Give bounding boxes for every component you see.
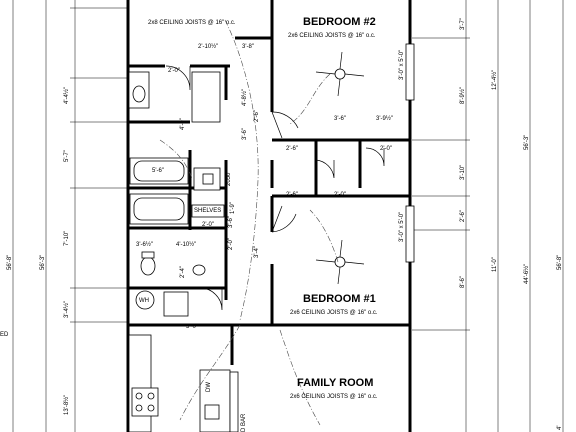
dim-2-0b: 2'-0" [380, 146, 392, 152]
fixture-2050-label: 2050 [226, 172, 232, 186]
dishwasher-label: DW [206, 382, 212, 392]
right-dimension-lines [412, 0, 564, 432]
doors[interactable] [165, 65, 385, 311]
walls [126, 0, 412, 432]
dim-right-2-6: 2'-6" [460, 210, 466, 222]
dim-left-5-7: 5'-7" [64, 150, 70, 162]
dim-right-56-8: 56'-8" [557, 255, 563, 270]
dim-right-11-0: 11'-0" [492, 257, 498, 272]
dim-right-3-10: 3'-10" [460, 165, 466, 180]
dim-2-0d: 2'-0" [202, 222, 214, 228]
dim-3-6d: 3'-6" [228, 216, 234, 228]
dim-4-0: 4'-0" [180, 118, 186, 130]
dim-2-4: 2'-4" [180, 266, 186, 278]
dim-right-3-7: 3'-7" [460, 18, 466, 30]
room-name-family: FAMILY ROOM [297, 377, 373, 389]
dim-1-9: 1'-9" [230, 202, 236, 214]
ceiling-fan-bedroom1 [315, 239, 365, 285]
dim-4-10: 4'-10½" [176, 241, 196, 248]
window-bedroom1 [405, 205, 415, 263]
dim-2-6c: 2'-6" [286, 192, 298, 198]
dim-right-4: 4' [557, 426, 563, 430]
water-heater-label: WH [139, 298, 149, 304]
joists-bedroom1: 2x6 CEILING JOISTS @ 16" o.c. [290, 310, 378, 316]
dim-right-8-9: 8'-9½" [459, 87, 466, 104]
dim-left-56-8: 56'-8" [7, 255, 13, 270]
dim-3-6b: 3'-6" [242, 128, 248, 140]
joists-top-left: 2x8 CEILING JOISTS @ 16" o.c. [148, 20, 236, 26]
dim-2-0a: 2'-0" [168, 68, 180, 74]
bath-fixtures [128, 71, 225, 317]
left-dimension-lines [12, 0, 128, 432]
dim-2-0e: 2'-0" [228, 238, 234, 250]
dim-right-12-4: 12'-4½" [491, 70, 498, 90]
dim-left-56-3: 56'-3" [40, 255, 46, 270]
window-label-1: 3'-0" x 5'-0" [399, 50, 405, 80]
window-bedroom2 [405, 43, 415, 101]
joists-family: 2x6 CEILING JOISTS @ 16" o.c. [290, 394, 378, 400]
edge-text: ED [0, 332, 9, 338]
dim-2-0c: 2'-0" [334, 192, 346, 198]
electrical-runs [159, 19, 339, 426]
dim-left-3-4: 3'-4½" [63, 301, 70, 318]
dim-3-6: 3'-6" [334, 116, 346, 122]
dim-right-56-3: 56'-3" [524, 135, 530, 150]
dim-2-6b: 2'-6" [286, 146, 298, 152]
dim-4-8: 4'-8½" [241, 89, 248, 106]
dim-left-4-4: 4'-4½" [63, 87, 70, 104]
ceiling-fan-bedroom2 [315, 51, 365, 97]
dim-3-8: 3'-8" [242, 44, 254, 50]
shelves-label: SHELVES [194, 208, 221, 214]
dim-5-6: 5'-6" [152, 168, 164, 174]
window-label-2: 3'-0" x 5'-0" [399, 212, 405, 242]
dim-3-4: 3'-4" [254, 246, 260, 258]
dim-2-6a: 2'-6" [254, 110, 260, 122]
dim-right-8-6: 8'-6" [460, 276, 466, 288]
dim-3-9: 3'-9½" [376, 115, 393, 122]
dim-5-0: 5'-0" [186, 324, 198, 330]
dim-left-7-10: 7'-10" [64, 231, 70, 246]
bar-label: D BAR [241, 413, 247, 432]
dim-3-6c: 3'-6½" [136, 241, 153, 248]
joists-bedroom2: 2x6 CEILING JOISTS @ 16" o.c. [288, 33, 376, 39]
kitchen-fixtures [128, 334, 239, 432]
room-name-bedroom2: BEDROOM #2 [303, 16, 376, 28]
dim-2-10: 2'-10½" [198, 43, 218, 50]
dim-right-44-6: 44'-6½" [523, 264, 530, 284]
room-name-bedroom1: BEDROOM #1 [303, 293, 376, 305]
dim-left-13-8: 13'-8½" [63, 395, 70, 415]
